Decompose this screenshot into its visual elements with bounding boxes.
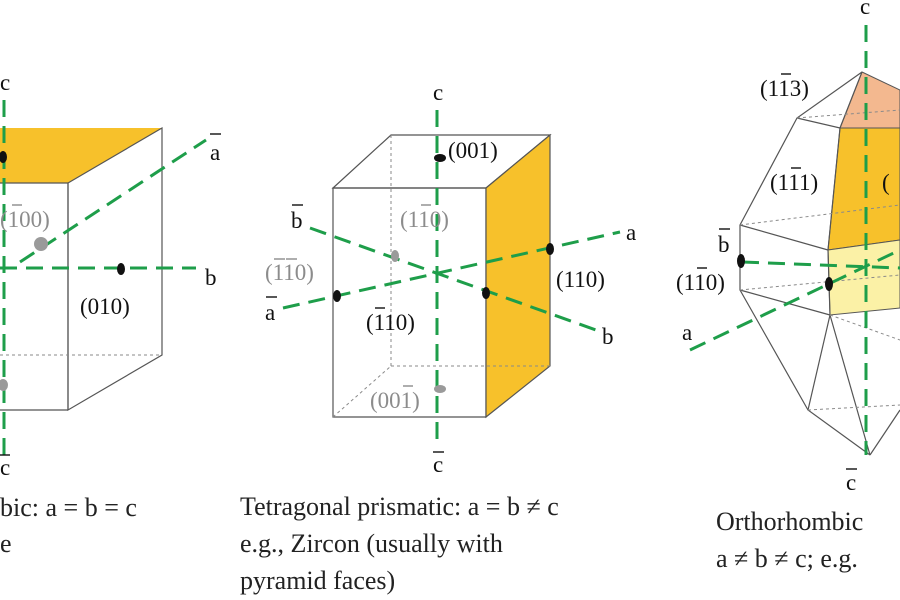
tet-axis-b-label: b (602, 324, 614, 349)
tet-point-110 (546, 243, 554, 255)
tet-axis-c-label: c (433, 80, 443, 105)
ortho-edge (869, 409, 900, 456)
ortho-edge (807, 314, 831, 411)
ortho-hidden-edge (807, 404, 900, 411)
tet-point-minus110 (482, 287, 490, 299)
ortho-point-1minus10-left (737, 254, 745, 268)
tet-face-minus1minus10-label: (110) (265, 260, 314, 285)
ortho-edge (739, 224, 829, 251)
panel-orthorhombic: c (113) (111) ( b (110) a c Orthorhombic… (676, 0, 900, 573)
ortho-edge (739, 289, 831, 316)
ortho-point-1minus10 (825, 277, 833, 291)
panel-tetragonal: c (001) (110) b (110) a (110) (110) a b … (240, 80, 636, 595)
tet-axis-b-bar-label: b (291, 208, 303, 233)
ortho-edge (827, 127, 841, 251)
ortho-face-1minus10-label: (110) (676, 270, 725, 295)
cubic-axis-a-bar-label: a (210, 140, 220, 165)
cubic-face-010-label: (010) (80, 294, 130, 319)
ortho-hidden-edge (739, 204, 900, 226)
panel-cubic: c a b (100) (010) c bic: a = b = c e (0, 70, 221, 558)
ortho-axis-c-label: c (860, 0, 870, 19)
tet-point-minus1minus10 (333, 290, 341, 302)
tet-axis-b (309, 226, 597, 332)
cubic-point-010 (117, 263, 125, 275)
tet-face-minus110-label: (110) (366, 310, 415, 335)
tet-axis-c-bar-label: c (433, 452, 443, 477)
tet-caption-line3: pyramid faces) (240, 566, 395, 595)
cubic-axis-b-label: b (205, 265, 217, 290)
ortho-axis-a-label: a (682, 320, 692, 345)
tet-axis-a-bar-label: a (265, 300, 275, 325)
ortho-face-partial-label: ( (882, 170, 890, 195)
tet-hidden-edge (332, 365, 392, 418)
cubic-axis-a (19, 138, 207, 264)
ortho-caption-line2: a ≠ b ≠ c; e.g. (716, 544, 858, 573)
ortho-axis-b (741, 260, 900, 270)
ortho-axis-a (689, 248, 900, 352)
tet-face-110-label: (110) (556, 267, 605, 292)
cubic-axis-c-bar-label: c (0, 455, 10, 480)
tet-face-00minus1-label: (001) (370, 388, 420, 413)
cubic-caption-line1: bic: a = b = c (0, 493, 137, 522)
tet-axis-a-label: a (626, 220, 636, 245)
tet-point-001 (434, 154, 446, 162)
tet-point-00minus1 (434, 385, 446, 393)
tet-right-face (485, 133, 551, 419)
cubic-point-bottom (0, 379, 8, 391)
ortho-face-1minus13-label: (113) (760, 76, 809, 101)
ortho-face-1minus11-label: (111) (770, 170, 818, 195)
ortho-axis-b-bar-label: b (718, 232, 730, 257)
ortho-caption-line1: Orthorhombic (716, 507, 863, 536)
ortho-edge (839, 71, 863, 129)
ortho-axis-c-bar-label: c (846, 470, 856, 495)
tet-face-1minus10-label: (110) (400, 207, 449, 232)
ortho-edge (829, 314, 871, 456)
ortho-hidden-edge (796, 109, 900, 119)
ortho-edge (796, 117, 841, 129)
tet-caption-line2: e.g., Zircon (usually with (240, 529, 503, 558)
ortho-top-orange-face (839, 71, 900, 129)
cubic-point-minus100 (34, 237, 48, 251)
cubic-axis-c-label: c (0, 70, 10, 95)
cubic-face-minus100-label: (100) (0, 207, 50, 232)
cubic-point-top (0, 151, 7, 163)
cubic-caption-line2: e (0, 529, 12, 558)
tet-point-1minus10 (391, 250, 399, 262)
cubic-top-face (0, 128, 162, 183)
tet-face-001-label: (001) (448, 138, 498, 163)
tet-caption-line1: Tetragonal prismatic: a = b ≠ c (240, 492, 559, 521)
ortho-hidden-edge (739, 274, 900, 291)
